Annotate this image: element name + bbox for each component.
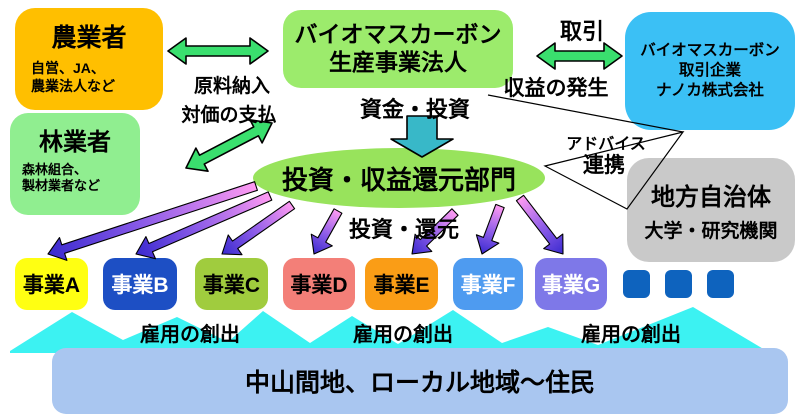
placeholder-square bbox=[665, 270, 692, 298]
placeholder-square bbox=[623, 270, 650, 298]
business-box-a: 事業A bbox=[15, 258, 88, 310]
label-payment: 対価の支払 bbox=[181, 105, 277, 126]
business-box-g: 事業G bbox=[535, 258, 607, 310]
arrow-to-business-c bbox=[221, 200, 296, 256]
government-line2: 大学・研究機関 bbox=[644, 221, 778, 242]
node-trader: バイオマスカーボン 取引企業 ナノカ株式会社 bbox=[625, 12, 795, 130]
business-box-b: 事業B bbox=[103, 258, 177, 310]
government-line1: 地方自治体 bbox=[651, 184, 771, 211]
arrow-to-business-d bbox=[310, 208, 343, 255]
placeholder-square bbox=[707, 270, 734, 298]
node-producer: バイオマスカーボン 生産事業法人 bbox=[283, 10, 513, 88]
profit-generation-line bbox=[487, 94, 684, 133]
farmers-subtitle: 自営、JA、 農業法人など bbox=[31, 60, 115, 94]
node-farmers: 農業者 自営、JA、 農業法人など bbox=[15, 8, 163, 110]
node-government: 地方自治体 大学・研究機関 bbox=[627, 158, 795, 262]
label-advice: アドバイス bbox=[566, 136, 646, 153]
label-job-creation-3: 雇用の創出 bbox=[581, 324, 681, 346]
label-investment-return: 投資・還元 bbox=[348, 217, 460, 242]
label-cooperation: 連携 bbox=[583, 154, 625, 177]
business-box-f: 事業F bbox=[453, 258, 523, 310]
label-material-delivery: 原料納入 bbox=[193, 76, 271, 97]
foresters-title: 林業者 bbox=[39, 129, 111, 156]
label-job-creation-2: 雇用の創出 bbox=[353, 324, 453, 346]
label-funds-investment: 資金・投資 bbox=[359, 97, 471, 122]
arrow-foresters-fund bbox=[185, 119, 273, 172]
farmers-title: 農業者 bbox=[51, 24, 127, 52]
business-box-e: 事業E bbox=[365, 258, 438, 310]
label-job-creation-1: 雇用の創出 bbox=[140, 324, 240, 346]
label-profit-generation: 収益の発生 bbox=[503, 77, 609, 100]
arrow-funds-investment bbox=[390, 115, 454, 158]
business-box-c: 事業C bbox=[195, 258, 268, 310]
arrow-to-business-f bbox=[475, 203, 505, 255]
arrow-farmers-producer bbox=[167, 37, 269, 65]
node-foresters: 林業者 森林組合、 製材業者など bbox=[10, 113, 140, 215]
employment-band bbox=[10, 307, 765, 353]
arrow-to-business-b bbox=[135, 191, 273, 260]
cooperation-triangle bbox=[543, 131, 685, 210]
foresters-subtitle: 森林組合、 製材業者など bbox=[22, 162, 101, 194]
arrow-to-business-e bbox=[411, 208, 459, 255]
node-community: 中山間地、ローカル地域～住民 bbox=[52, 348, 788, 414]
arrow-to-business-a bbox=[47, 181, 258, 261]
arrow-to-business-g bbox=[515, 194, 564, 255]
node-fund-ellipse: 投資・収益還元部門 bbox=[253, 148, 545, 208]
label-trade: 取引 bbox=[559, 19, 605, 44]
business-box-d: 事業D bbox=[283, 258, 355, 310]
arrow-producer-trader bbox=[536, 42, 623, 70]
